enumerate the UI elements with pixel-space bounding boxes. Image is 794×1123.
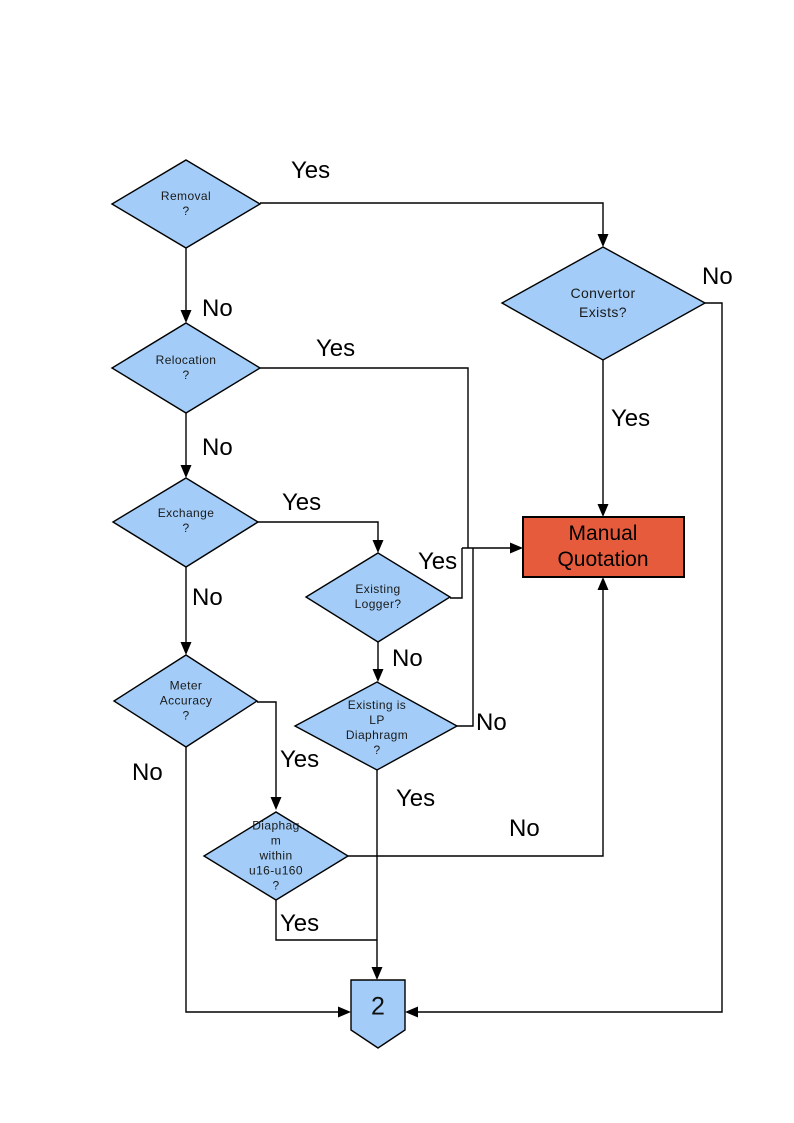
decision-exchange-label: Exchange ? [157,506,215,535]
decision-existing-logger-label: Existing Logger? [354,582,402,611]
decision-removal [110,159,262,249]
edge-meter-yes [257,701,277,798]
decision-relocation [110,322,262,414]
decision-existing-lp-diaphragm [293,681,459,771]
edge-label-convertor-no: No [702,263,733,290]
arrowhead-down [372,540,384,553]
edge-label-exchange-yes: Yes [282,489,322,516]
edge-label-diaphragm-no: No [509,815,540,842]
decision-meter-accuracy [112,654,259,748]
arrowhead-down [180,310,192,323]
edge-exchange-yes [258,521,379,546]
decision-relocation-label: Relocation ? [155,353,217,382]
decision-convertor-exists [500,246,707,361]
decision-existing-lp-label: Existing is LP Diaphragm ? [345,698,409,757]
decision-removal-label: Removal ? [160,189,212,218]
edge-convertor-no [412,302,723,1013]
arrowhead-up [597,577,609,590]
arrowhead-down [371,967,383,980]
edge-label-convertor-yes: Yes [611,405,651,432]
process-manual-quotation-label: Manual Quotation [557,522,649,571]
edge-meter-no [185,747,344,1013]
edge-label-logger-no: No [392,645,423,672]
decision-convertor-label: Convertor Exists? [570,285,636,320]
decision-meter-accuracy-label: Meter Accuracy ? [159,678,213,723]
edge-label-removal-yes: Yes [291,157,331,184]
arrowhead-down [597,234,609,247]
edge-label-meter-yes: Yes [280,746,320,773]
edge-label-meter-no: No [132,759,163,786]
decision-diaphragm-range [202,811,350,901]
process-manual-quotation [522,516,685,578]
edge-logger-yes [450,548,463,599]
arrowhead-down [180,465,192,478]
edge-label-relocation-yes: Yes [316,335,356,362]
edge-lp-no [457,548,474,727]
edge-label-lp-yes: Yes [396,785,436,812]
edge-diaphragm-no [348,584,604,857]
offpage-connector-2-label: 2 [371,992,385,1021]
arrowhead-down [597,504,609,517]
arrowhead-down [180,642,192,655]
offpage-connector-2 [350,979,406,1049]
arrowhead-right [510,542,523,554]
edge-label-relocation-no: No [202,434,233,461]
edge-label-removal-no: No [202,295,233,322]
arrowhead-down [372,669,384,682]
arrowhead-right [338,1006,351,1018]
decision-exchange [111,477,260,568]
decision-existing-logger [304,552,452,643]
arrowhead-left [405,1006,418,1018]
edge-relocation-yes [260,367,469,548]
edge-label-exchange-no: No [192,584,223,611]
decision-diaphragm-range-label: Diaphag m within u16-u160 ? [249,818,303,893]
edge-label-logger-yes: Yes [418,548,458,575]
edge-removal-yes [260,202,604,240]
edge-label-diaphragm-yes: Yes [280,910,320,937]
arrowhead-down [270,797,282,810]
edge-diaphragm-yes [275,900,377,941]
edge-label-lp-no: No [476,709,507,736]
